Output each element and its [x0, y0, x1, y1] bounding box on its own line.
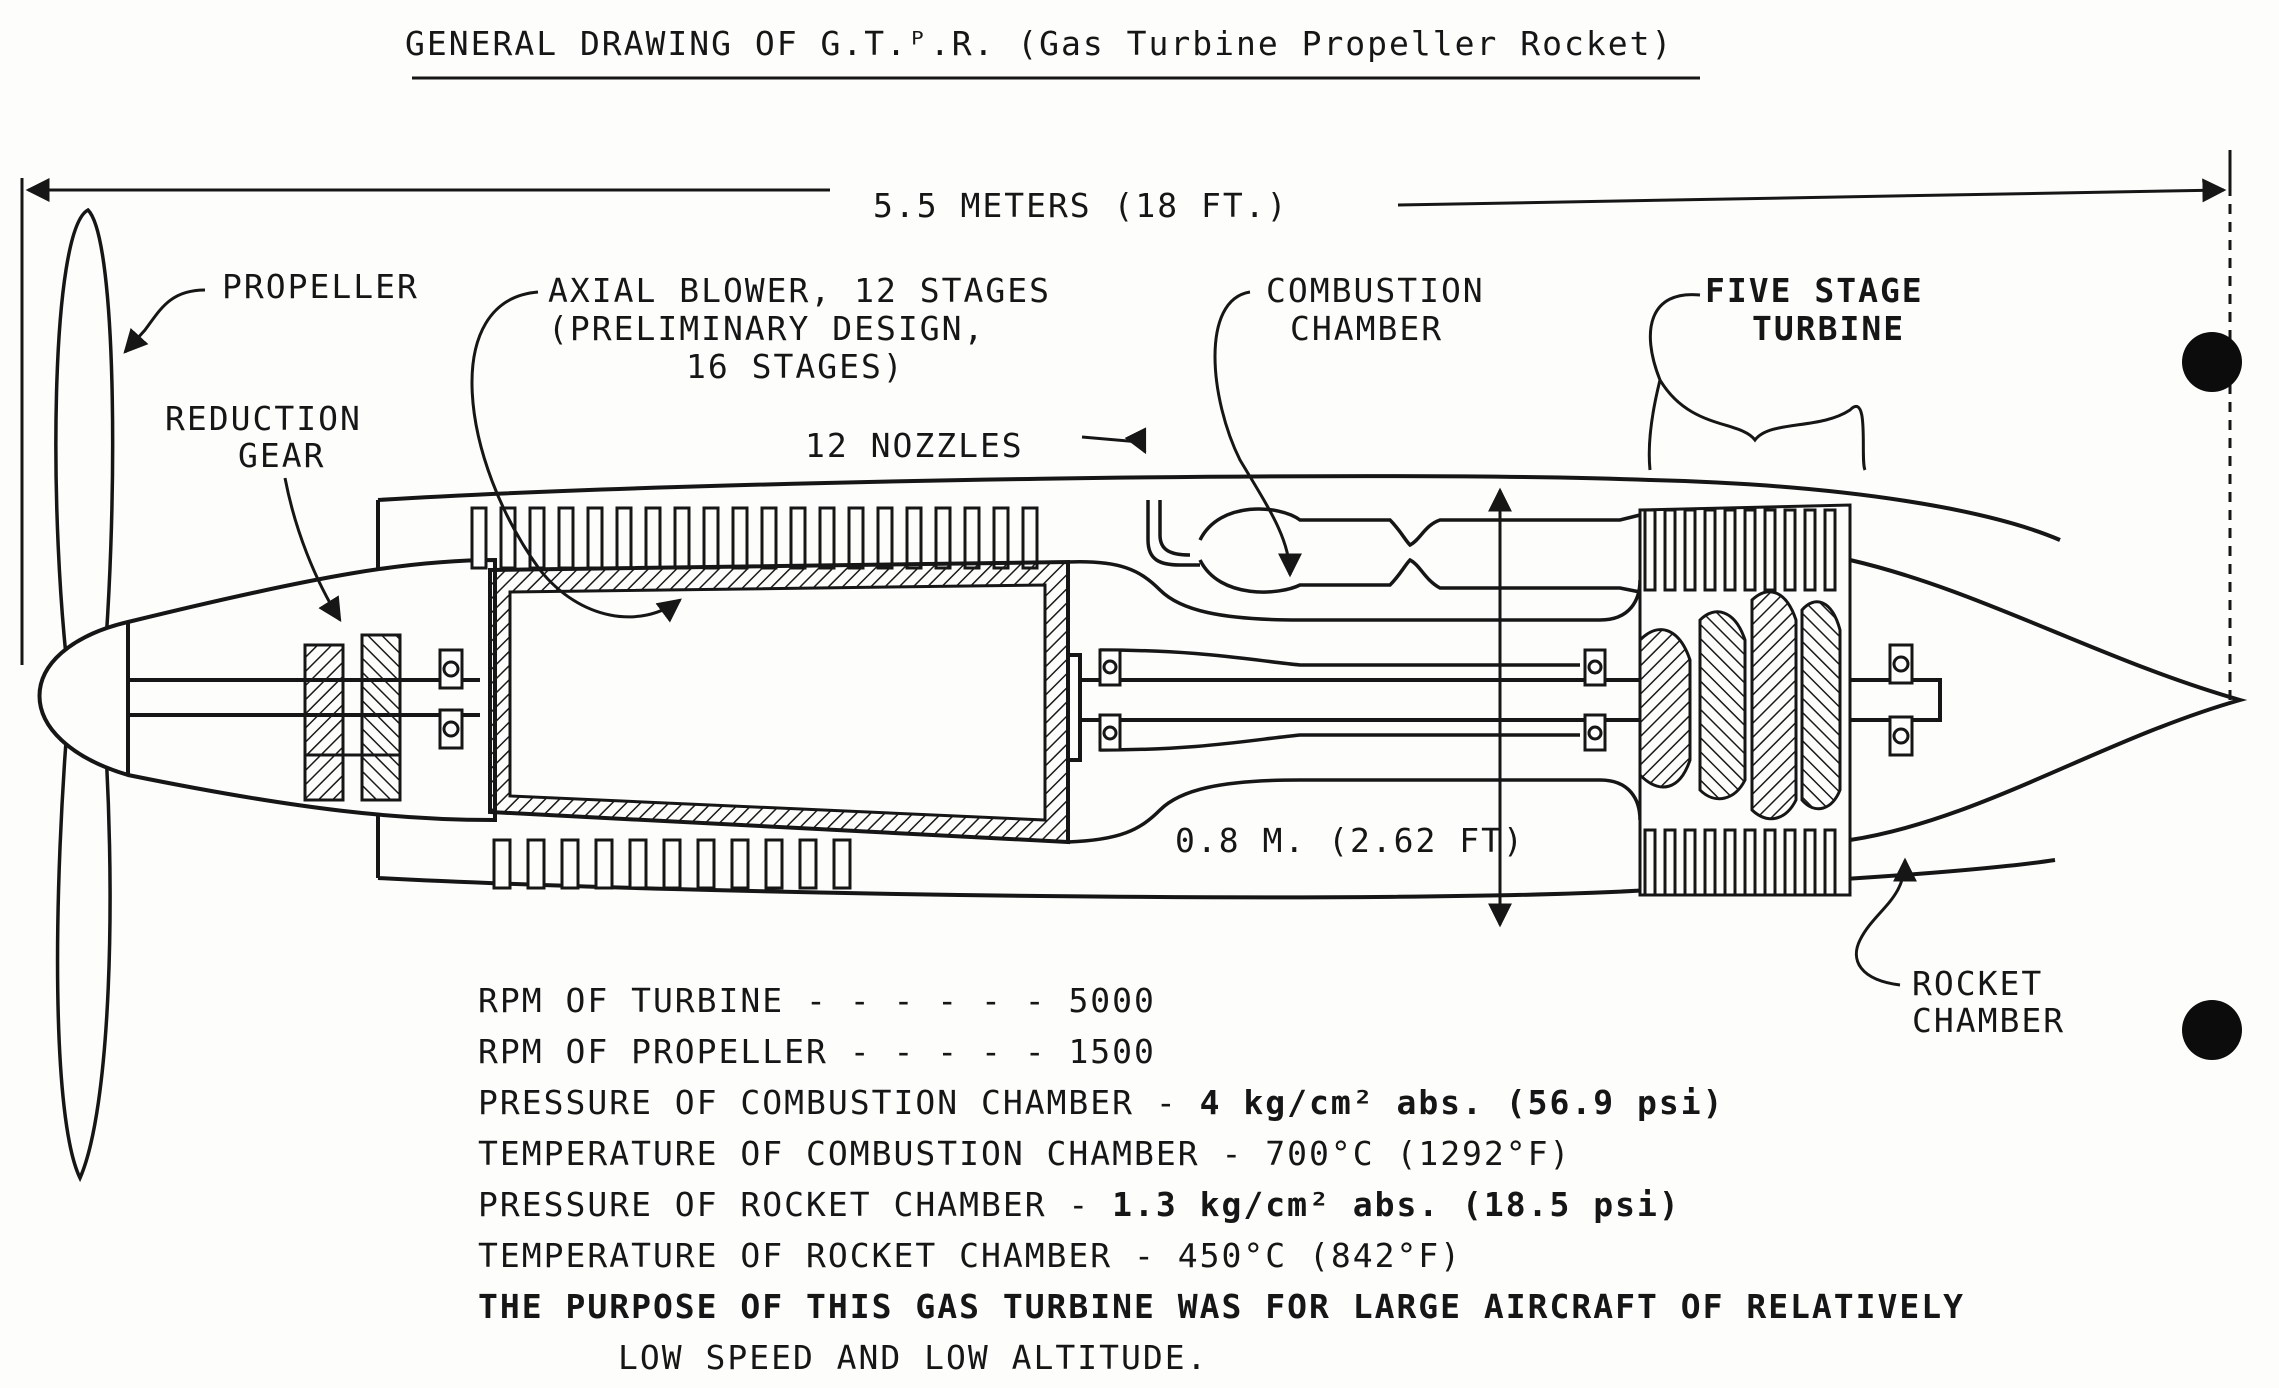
turbine-blade	[1803, 508, 1817, 592]
compressor-blade	[992, 506, 1010, 570]
length-dimension	[20, 150, 2232, 700]
inner-casing	[1067, 560, 1642, 844]
axial-blower-leader	[470, 290, 682, 623]
compressor-blade	[662, 838, 682, 890]
reduction-gear	[303, 633, 402, 802]
compressor-blade	[832, 838, 852, 890]
turbine-blades-top	[1643, 508, 1837, 592]
compressor-blade	[730, 838, 750, 890]
compressor-blade	[673, 506, 691, 570]
axial-blower-label-line1: AXIAL BLOWER, 12 STAGES	[548, 271, 1051, 310]
compressor-blade	[963, 506, 981, 570]
turbine-blade	[1723, 828, 1737, 897]
compressor-blade	[731, 506, 749, 570]
axial-blower-label-line3: 16 STAGES)	[686, 347, 905, 386]
spec-row-combustion-temperature: TEMPERATURE OF COMBUSTION CHAMBER - 700°…	[478, 1134, 1572, 1173]
compressor-blade	[847, 506, 865, 570]
compressor-blade	[492, 838, 512, 890]
compressor-blade	[876, 506, 894, 570]
compressor-blade	[560, 838, 580, 890]
spec-row-turbine-rpm: RPM OF TURBINE - - - - - - 5000	[478, 981, 1156, 1020]
front-bearing	[438, 648, 464, 750]
compressor-blade	[798, 838, 818, 890]
turbine-blade	[1663, 508, 1677, 592]
turbine-blade	[1783, 508, 1797, 592]
turbine-blade	[1823, 508, 1837, 592]
binder-hole-top	[2182, 332, 2242, 392]
compressor-blade	[764, 838, 784, 890]
compressor-blade	[526, 838, 546, 890]
turbine-blade	[1683, 828, 1697, 897]
reduction-gear-leader	[283, 477, 342, 623]
specifications-list: RPM OF TURBINE - - - - - - 5000 RPM OF P…	[478, 975, 1965, 1383]
compressor-blade	[557, 506, 575, 570]
compressor-blade	[934, 506, 952, 570]
propeller-label: PROPELLER	[222, 267, 419, 306]
turbine-blade	[1703, 508, 1717, 592]
turbine-label-line2: TURBINE	[1752, 309, 1905, 348]
combustion-chamber-label-line2: CHAMBER	[1290, 309, 1443, 348]
reduction-gear-label-line2: GEAR	[238, 436, 325, 475]
turbine-brace	[1648, 293, 1867, 471]
turbine-blade	[1743, 508, 1757, 592]
turbine-blade	[1783, 828, 1797, 897]
nozzles-leader	[1081, 427, 1147, 455]
turbine-blade	[1803, 828, 1817, 897]
compressor-blades-top	[470, 506, 1039, 570]
compressor-blade	[702, 506, 720, 570]
compressor-blade	[905, 506, 923, 570]
compressor-blade	[818, 506, 836, 570]
turbine-blade	[1643, 828, 1657, 897]
turbine-stages	[1638, 503, 1852, 897]
compressor-blade	[1021, 506, 1039, 570]
rocket-chamber-label-line2: CHAMBER	[1912, 1001, 2065, 1040]
axial-blower-label-line2: (PRELIMINARY DESIGN,	[548, 309, 985, 348]
compressor-blade	[644, 506, 662, 570]
compressor-blade	[470, 506, 488, 570]
propeller-leader	[123, 288, 206, 354]
combustion-chamber	[1146, 500, 1641, 594]
binder-hole-bottom	[2182, 1000, 2242, 1060]
compressor-blade	[628, 838, 648, 890]
turbine-blade	[1823, 828, 1837, 897]
spec-row-rocket-temperature: TEMPERATURE OF ROCKET CHAMBER - 450°C (8…	[478, 1236, 1463, 1275]
compressor-blade	[789, 506, 807, 570]
spec-row-rocket-pressure: PRESSURE OF ROCKET CHAMBER - 1.3 kg/cm² …	[478, 1185, 1681, 1224]
rocket-chamber-label-line1: ROCKET	[1912, 964, 2043, 1003]
turbine-blade	[1763, 828, 1777, 897]
turbine-blade	[1683, 508, 1697, 592]
turbine-brace-left	[1647, 379, 1662, 471]
spec-row-combustion-pressure: PRESSURE OF COMBUSTION CHAMBER - 4 kg/cm…	[478, 1083, 1725, 1122]
turbine-blades-bottom	[1643, 828, 1837, 897]
compressor-blade	[760, 506, 778, 570]
compressor-blade	[696, 838, 716, 890]
combustion-chamber-label-line1: COMBUSTION	[1266, 271, 1485, 310]
purpose-line2: LOW SPEED AND LOW ALTITUDE.	[618, 1338, 1209, 1377]
combustion-chamber-leader	[1213, 290, 1302, 578]
turbine-blade	[1763, 508, 1777, 592]
turbine-blade	[1743, 828, 1757, 897]
diameter-label: 0.8 M. (2.62 FT)	[1175, 821, 1525, 860]
turbine-blade	[1643, 508, 1657, 592]
overall-length-label: 5.5 METERS (18 FT.)	[873, 186, 1289, 225]
turbine-blade	[1703, 828, 1717, 897]
nozzles-label: 12 NOZZLES	[805, 426, 1024, 465]
purpose-line1: THE PURPOSE OF THIS GAS TURBINE WAS FOR …	[478, 1287, 1966, 1326]
reduction-gear-label-line1: REDUCTION	[165, 399, 362, 438]
propeller	[54, 207, 115, 1183]
turbine-label-line1: FIVE STAGE	[1705, 271, 1924, 310]
compressor-blade	[615, 506, 633, 570]
compressor-drum	[488, 559, 1070, 845]
turbine-blade	[1663, 828, 1677, 897]
drawing-title: GENERAL DRAWING OF G.T.ᴾ.R. (Gas Turbine…	[405, 24, 1673, 63]
compressor-blade	[586, 506, 604, 570]
compressor-blade	[594, 838, 614, 890]
shaft-bearings	[1098, 643, 1914, 757]
compressor-blades-bottom	[492, 838, 852, 890]
rocket-chamber-leader	[1854, 857, 1917, 987]
spec-row-propeller-rpm: RPM OF PROPELLER - - - - - 1500	[478, 1032, 1156, 1071]
turbine-blade	[1723, 508, 1737, 592]
